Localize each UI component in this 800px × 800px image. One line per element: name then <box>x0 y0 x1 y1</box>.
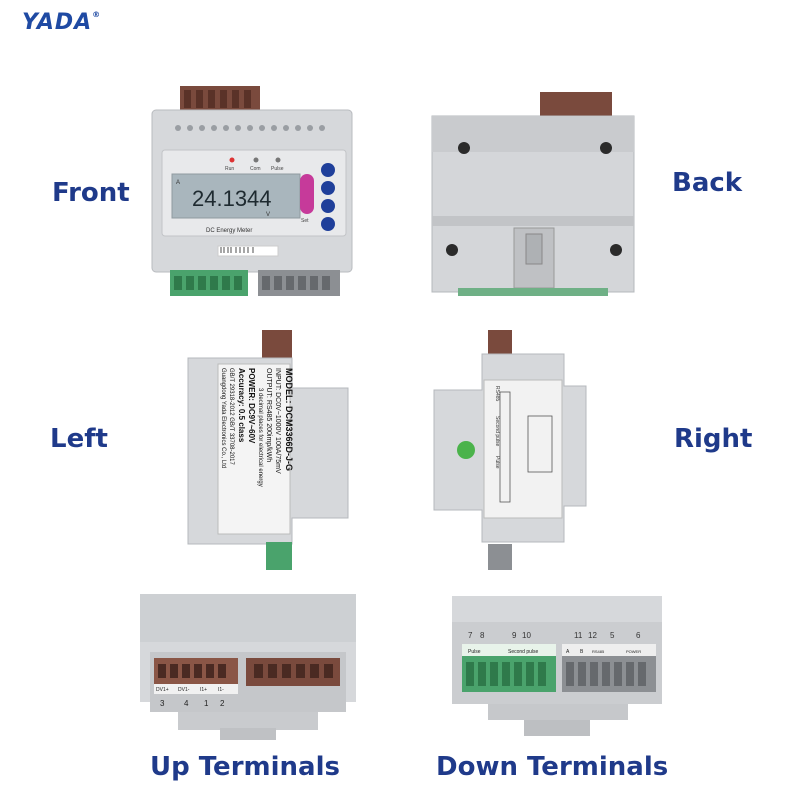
yada-logo: YADA® <box>22 10 101 35</box>
device-name: DC Energy Meter <box>206 228 252 234</box>
down-rs485-label: RS485 <box>592 649 605 654</box>
right-view: RS485 Second pulse Pulse <box>433 330 587 570</box>
lcd-reading: 24.1344 <box>192 186 272 211</box>
down-num-a-0: 7 <box>468 631 473 640</box>
sheet-output-2: 3 decimal places for electrical energy <box>257 388 263 487</box>
sheet-pulse: Pulse <box>494 456 500 469</box>
up-label-2: I1+ <box>200 687 207 693</box>
label-down-terminals: Down Terminals <box>436 752 669 782</box>
down-terminals-view: 7 8 9 10 11 12 5 6 Pulse Second pulse A … <box>452 596 662 736</box>
down-a-label: A <box>566 649 570 655</box>
up-number-0: 3 <box>160 699 165 708</box>
up-label-0: DV1+ <box>156 687 169 693</box>
front-view: Run Com Pulse A 24.1344 V Set DC Energy … <box>151 86 353 296</box>
down-pulse-label: Pulse <box>468 649 481 655</box>
up-number-2: 1 <box>204 699 209 708</box>
down-second-pulse-label: Second pulse <box>508 649 539 655</box>
up-number-1: 4 <box>184 699 189 708</box>
sheet-input: INPUT: DC0V~1000V 100A/75mV <box>274 368 281 474</box>
down-power-label: POWER <box>626 649 641 654</box>
down-num-b-3: 6 <box>636 631 641 640</box>
unit-v: V <box>266 212 270 218</box>
sheet-model: MODEL: DCM3366D-J-G <box>284 368 294 471</box>
unit-a: A <box>176 180 180 186</box>
registered-mark: ® <box>92 10 102 19</box>
sheet-maker: Guangdong Yada Electronics Co., Ltd <box>220 368 226 468</box>
sheet-accuracy: Accuracy: 0.5 class <box>237 368 246 443</box>
sheet-second-pulse: Second pulse <box>494 416 500 447</box>
sheet-output: OUTPUT: RS485 200imp/kWh <box>265 368 272 462</box>
sheet-power: POWER: DC9V~60V <box>247 368 256 444</box>
label-right: Right <box>674 424 753 454</box>
down-num-a-1: 8 <box>480 631 485 640</box>
label-back: Back <box>672 168 743 198</box>
up-label-1: DV1- <box>178 687 190 693</box>
back-view <box>431 92 635 296</box>
led-run-label: Run <box>225 166 234 172</box>
up-number-3: 2 <box>220 699 225 708</box>
down-num-b-1: 12 <box>588 631 597 640</box>
sheet-standard: GB/T 29318-2012 GB/T 33708-2017 <box>228 368 234 466</box>
led-com-label: Com <box>250 166 261 172</box>
down-b-label: B <box>580 649 584 655</box>
up-terminals-view: DV1+ DV1- I1+ I1- 3 4 1 2 <box>140 594 356 740</box>
led-pulse-label: Pulse <box>271 166 284 172</box>
logo-text: YADA <box>22 10 93 35</box>
down-num-b-2: 5 <box>610 631 615 640</box>
left-view: MODEL: DCM3366D-J-G INPUT: DC0V~1000V 10… <box>187 330 349 570</box>
label-front: Front <box>52 178 130 208</box>
label-left: Left <box>50 424 108 454</box>
set-label: Set <box>301 218 309 224</box>
down-num-a-3: 10 <box>522 631 531 640</box>
down-num-a-2: 9 <box>512 631 517 640</box>
up-label-3: I1- <box>218 687 224 693</box>
down-num-b-0: 11 <box>574 631 583 640</box>
label-up-terminals: Up Terminals <box>150 752 340 782</box>
sheet-rs485: RS485 <box>494 386 500 402</box>
